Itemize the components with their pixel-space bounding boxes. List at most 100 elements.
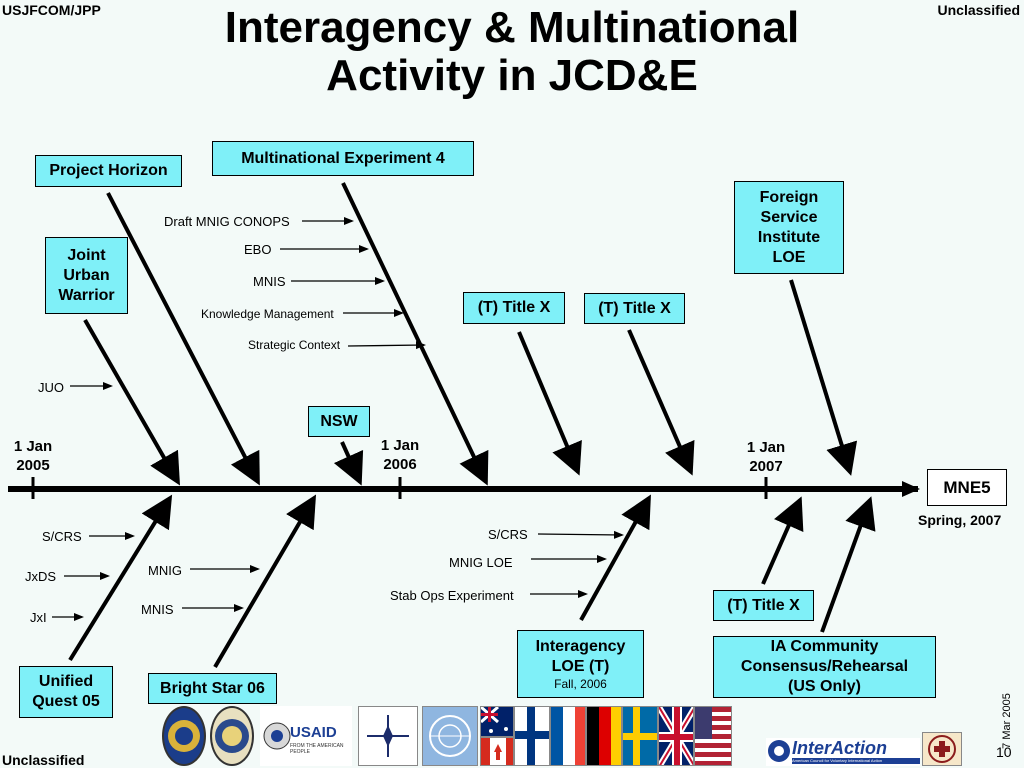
usaid-tagline: FROM THE AMERICAN PEOPLE	[290, 743, 344, 755]
label-scrs-left: S/CRS	[42, 529, 82, 544]
box-title-x-3: (T) Title X	[713, 590, 814, 621]
date-vertical: 7 Mar 2005	[1001, 693, 1013, 749]
bone-nsw	[333, 441, 364, 486]
juw-line-2: Urban	[63, 266, 110, 284]
box-mne4: Multinational Experiment 4	[212, 141, 474, 176]
uk-flag-icon	[658, 706, 694, 766]
fsi-line-2: Service	[760, 208, 818, 226]
box-interagency-loe: Interagency LOE (T) Fall, 2006	[517, 630, 644, 698]
uq-line-2: Quest 05	[32, 693, 100, 710]
box-project-horizon: Project Horizon	[35, 155, 182, 187]
title-line-2: Activity in JCD&E	[326, 51, 698, 100]
box-ia-community: IA Community Consensus/Rehearsal (US Onl…	[713, 636, 936, 698]
label-stab-ops-experiment: Stab Ops Experiment	[390, 588, 514, 603]
sweden-flag-icon	[622, 706, 658, 766]
usaid-wordmark: USAID	[290, 724, 337, 741]
state-dept-seal-icon	[210, 706, 254, 766]
box-unified-quest: Unified Quest 05	[19, 666, 113, 718]
date-2007: 1 Jan 2007	[735, 438, 797, 476]
nato-logo-icon	[358, 706, 418, 766]
box-project-horizon-label: Project Horizon	[49, 162, 168, 179]
title-line-1: Interagency & Multinational	[224, 3, 800, 52]
box-mne4-label: Multinational Experiment 4	[241, 149, 445, 167]
date-2005: 1 Jan 2005	[4, 437, 62, 475]
bone-title-x-2	[627, 329, 695, 476]
label-juo: JUO	[38, 380, 64, 395]
label-mnis-lower: MNIS	[141, 602, 174, 617]
mne5-date: Spring, 2007	[918, 512, 1002, 528]
france-flag-icon	[550, 706, 586, 766]
classification-top: Unclassified	[937, 2, 1020, 18]
label-strategic-context: Strategic Context	[248, 338, 341, 352]
box-bright-star: Bright Star 06	[148, 673, 277, 704]
label-scrs-right: S/CRS	[488, 527, 528, 542]
date-2006-line-1: 1 Jan	[380, 437, 420, 454]
ia-loe-line-1: Interagency	[535, 638, 626, 655]
box-joint-urban-warrior: Joint Urban Warrior	[45, 237, 128, 314]
classification-bottom: Unclassified	[2, 752, 85, 768]
date-2006: 1 Jan 2006	[370, 436, 430, 474]
finland-flag-icon	[514, 706, 550, 766]
un-logo-icon	[422, 706, 478, 766]
box-title-x-2: (T) Title X	[584, 293, 685, 324]
bone-bright-star	[213, 494, 317, 669]
bone-unified-quest	[68, 494, 173, 662]
logos-strip: USAID FROM THE AMERICAN PEOPLE InterActi…	[160, 706, 962, 768]
red-cross-emblem-icon	[922, 732, 962, 766]
juw-line-1: Joint	[67, 246, 106, 264]
org-label: USJFCOM/JPP	[2, 2, 101, 18]
usaid-logo: USAID FROM THE AMERICAN PEOPLE	[260, 706, 352, 766]
nsw-label: NSW	[320, 412, 358, 430]
canada-flag-icon	[480, 737, 514, 766]
title-x-1-label: (T) Title X	[477, 299, 551, 316]
bright-star-label: Bright Star 06	[160, 679, 265, 697]
uq-line-1: Unified	[38, 673, 94, 690]
bone-mne4	[341, 182, 489, 486]
title-x-3-label: (T) Title X	[727, 596, 800, 614]
fsi-line-1: Foreign	[759, 188, 819, 206]
interaction-tagline: American Council for Voluntary Internati…	[792, 758, 920, 764]
box-mne5: MNE5	[927, 469, 1007, 506]
label-jxi: JxI	[30, 610, 47, 625]
label-draft-mnig-conops: Draft MNIG CONOPS	[164, 214, 290, 229]
australia-flag-icon	[480, 706, 514, 737]
label-jxds: JxDS	[25, 569, 57, 584]
label-ebo: EBO	[244, 242, 272, 257]
label-mnig: MNIG	[148, 563, 182, 578]
interaction-wordmark: InterAction	[792, 738, 888, 758]
us-flag-icon	[694, 706, 732, 766]
date-2007-line-2: 2007	[749, 458, 783, 475]
page-title: Interagency & Multinational Activity in …	[0, 4, 1024, 100]
box-title-x-1: (T) Title X	[463, 292, 565, 324]
bone-interagency-loe	[579, 494, 651, 621]
label-mnis-upper: MNIS	[253, 274, 286, 289]
bone-title-x-1	[517, 331, 582, 476]
ia-community-line-3: (US Only)	[788, 678, 861, 695]
date-2005-line-2: 2005	[16, 457, 50, 474]
page-number: 10	[996, 744, 1012, 760]
box-nsw: NSW	[308, 406, 370, 437]
mne5-label: MNE5	[943, 477, 991, 497]
ia-community-line-1: IA Community	[770, 638, 879, 655]
box-fsi: Foreign Service Institute LOE	[734, 181, 844, 274]
fsi-line-4: LOE	[772, 248, 806, 266]
date-2005-line-1: 1 Jan	[13, 438, 53, 455]
bone-title-x-3	[761, 496, 804, 585]
ia-loe-date: Fall, 2006	[554, 677, 607, 691]
germany-flag-icon	[586, 706, 622, 766]
title-x-2-label: (T) Title X	[598, 299, 671, 317]
bone-project-horizon	[106, 192, 260, 486]
interaction-logo: InterAction American Council for Volunta…	[766, 738, 920, 766]
date-2007-line-1: 1 Jan	[746, 439, 786, 456]
bone-juw	[83, 319, 180, 486]
bone-ia-community	[820, 496, 876, 633]
dod-seal-icon	[162, 706, 206, 766]
ia-community-line-2: Consensus/Rehearsal	[740, 658, 909, 675]
label-knowledge-management: Knowledge Management	[201, 307, 334, 321]
juw-line-3: Warrior	[58, 286, 115, 304]
date-2006-line-2: 2006	[383, 456, 417, 473]
ia-loe-line-2: LOE (T)	[551, 658, 610, 675]
label-mnig-loe: MNIG LOE	[449, 555, 513, 570]
fsi-line-3: Institute	[757, 228, 821, 246]
